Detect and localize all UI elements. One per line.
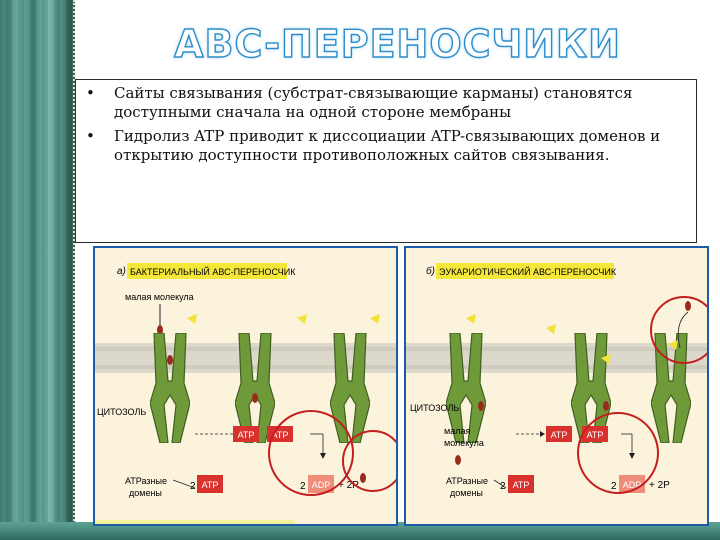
- svg-text:ATP: ATP: [202, 480, 219, 490]
- atp-box: [546, 426, 572, 442]
- highlight-circle: [577, 412, 659, 494]
- molecule-dot: [157, 325, 163, 335]
- atp-box: [233, 426, 259, 442]
- bottom-decorative-strip: [0, 522, 720, 540]
- bullet-text-box: • Сайты связывания (субстрат-связывающие…: [75, 79, 697, 243]
- figure-letter: б): [426, 265, 435, 277]
- svg-text:ADP: ADP: [623, 480, 642, 490]
- svg-text:ATP: ATP: [513, 480, 530, 490]
- svg-text:ATP: ATP: [272, 430, 289, 440]
- highlight-circle: [342, 430, 396, 492]
- bullet-item: • Сайты связывания (субстрат-связывающие…: [86, 84, 688, 122]
- highlight-circle: [650, 296, 707, 364]
- svg-text:молекула: молекула: [444, 438, 484, 448]
- figure-eukaryotic-abc-transporter: б) ЭУКАРИОТИЧЕСКИЙ АВС-ПЕРЕНОСЧИК ЦИТОЗО…: [404, 246, 709, 526]
- svg-text:2: 2: [190, 481, 196, 492]
- svg-text:домены: домены: [129, 488, 162, 498]
- dotted-divider: [0, 0, 75, 540]
- svg-text:ATP: ATP: [587, 430, 604, 440]
- figure-bacterial-abc-transporter: а) БАКТЕРИАЛЬНЫЙ АВС-ПЕРЕНОСЧИК малая мо…: [93, 246, 398, 526]
- svg-text:+ 2P: + 2P: [338, 480, 359, 491]
- adp-box: [308, 475, 334, 493]
- small-molecule-label: малая: [444, 426, 470, 436]
- bullet-item: • Гидролиз ATP приводит к диссоциации AT…: [86, 127, 688, 165]
- svg-text:ATP: ATP: [238, 430, 255, 440]
- bullet-text: Гидролиз ATP приводит к диссоциации ATP-…: [114, 127, 661, 164]
- highlight-circle: [268, 410, 354, 496]
- figure-header-bg: [436, 263, 614, 279]
- figure-header: БАКТЕРИАЛЬНЫЙ АВС-ПЕРЕНОСЧИК: [130, 266, 296, 277]
- bullet-marker: •: [86, 127, 95, 145]
- slide-title: ABC-ПЕРЕНОСЧИКИ: [173, 21, 621, 66]
- small-molecule-label: малая молекула: [125, 292, 194, 302]
- svg-text:2: 2: [500, 481, 506, 492]
- bullet-marker: •: [86, 84, 95, 102]
- svg-text:2: 2: [300, 481, 306, 492]
- atpase-domains-label: АТРазные: [125, 476, 167, 486]
- cytosol-label: ЦИТОЗОЛЬ: [97, 407, 146, 417]
- cytosol-label: ЦИТОЗОЛЬ: [410, 403, 459, 413]
- figure-header-bg: [127, 263, 287, 279]
- svg-text:ATP: ATP: [551, 430, 568, 440]
- atp-box: [197, 475, 223, 493]
- svg-text:ADP: ADP: [312, 480, 331, 490]
- atp-box: [508, 475, 534, 493]
- svg-text:+ 2P: + 2P: [649, 480, 670, 491]
- svg-text:2: 2: [611, 481, 617, 492]
- svg-text:домены: домены: [450, 488, 483, 498]
- atp-box: [582, 426, 608, 442]
- bullet-text: Сайты связывания (субстрат-связывающие к…: [114, 84, 633, 121]
- atp-box: [267, 426, 293, 442]
- decorative-side-band: [0, 0, 75, 540]
- figure-header: ЭУКАРИОТИЧЕСКИЙ АВС-ПЕРЕНОСЧИК: [439, 266, 617, 277]
- atpase-domains-label: АТРазные: [446, 476, 488, 486]
- figure-letter: а): [117, 266, 126, 277]
